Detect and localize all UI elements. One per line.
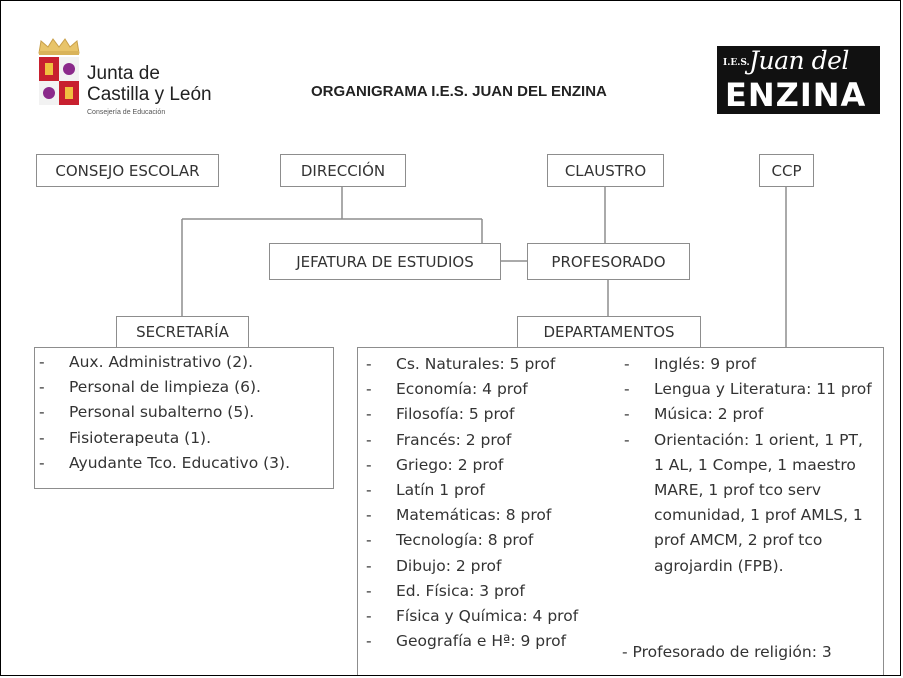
bullet: - [366,430,372,449]
list-item: - Filosofía: 5 prof [366,402,622,427]
list-item: - Matemáticas: 8 prof [366,503,622,528]
jcyl-logo-line2: Castilla y León [87,84,212,105]
school-logo: I.E.S. Juan del ENZINA [717,46,880,114]
list-item: - Francés: 2 prof [366,428,622,453]
list-item-text: Geografía e Hª: 9 prof [396,632,567,651]
node-profesorado: PROFESORADO [527,243,690,280]
list-item-text: Economía: 4 prof [396,380,528,399]
list-item-text: Dibujo: 2 prof [396,556,502,575]
list-item-text: Ayudante Tco. Educativo (3). [69,453,290,472]
school-logo-name: Juan del [749,46,849,75]
list-item-text: Física y Química: 4 prof [396,607,579,626]
node-direccion: DIRECCIÓN [280,154,406,187]
list-item: - Ayudante Tco. Educativo (3). [39,451,333,476]
list-item-text: Música: 2 prof [654,405,764,424]
list-item: - Orientación: 1 orient, 1 PT, 1 AL, 1 Co… [624,428,874,579]
list-item-text: Fisioterapeuta (1). [69,428,212,447]
list-item: - Música: 2 prof [624,402,874,427]
node-claustro: CLAUSTRO [547,154,664,187]
list-item: - Fisioterapeuta (1). [39,426,333,451]
list-item: - Física y Química: 4 prof [366,604,622,629]
node-departamentos: DEPARTAMENTOS [517,316,701,348]
jcyl-logo-line1: Junta de [87,63,160,84]
jcyl-logo: Junta de Castilla y León Consejería de E… [33,37,243,127]
node-secretaria: SECRETARÍA [116,316,249,348]
list-item-text: Orientación: 1 orient, 1 PT, 1 AL, 1 Com… [654,430,863,575]
bullet: - [366,380,372,399]
list-item-text: Latín 1 prof [396,481,485,500]
school-logo-bottom-band [719,78,878,112]
bullet: - [366,455,372,474]
bullet: - [366,405,372,424]
node-ccp: CCP [759,154,814,187]
religion-teachers-item: - Profesorado de religión: 3 [622,643,832,661]
list-item: - Tecnología: 8 prof [366,528,622,553]
list-item: - Economía: 4 prof [366,377,622,402]
list-item-text: Personal subalterno (5). [69,403,255,422]
list-item-text: Tecnología: 8 prof [396,531,534,550]
list-item: - Dibujo: 2 prof [366,554,622,579]
list-item-text: Cs. Naturales: 5 prof [396,355,556,373]
coat-of-arms-icon [39,57,79,105]
bullet: - [39,353,45,371]
list-item: - Cs. Naturales: 5 prof [366,352,622,377]
departamentos-list-right: - Inglés: 9 prof - Lengua y Literatura: 11… [624,352,874,579]
bullet: - [624,405,630,424]
bullet: - [39,403,45,422]
jcyl-logo-line3: Consejería de Educación [87,109,166,116]
crown-icon [38,38,80,55]
bullet: - [366,581,372,600]
bullet: - [39,428,45,447]
list-item: - Inglés: 9 prof [624,352,874,377]
bullet: - [366,355,372,373]
departamentos-list: - Cs. Naturales: 5 prof - Economía: 4 prof… [357,347,884,675]
list-item: - Lengua y Literatura: 11 prof [624,377,874,402]
list-item: - Personal de limpieza (6). [39,375,333,400]
departamentos-list-left: - Cs. Naturales: 5 prof - Economía: 4 prof… [366,352,622,654]
bullet: - [366,632,372,651]
list-item-text: Aux. Administrativo (2). [69,353,254,371]
bullet: - [366,556,372,575]
node-jefatura-estudios: JEFATURA DE ESTUDIOS [269,243,501,280]
list-item-text: Filosofía: 5 prof [396,405,515,424]
school-logo-top-band [719,48,878,78]
bullet: - [624,380,630,399]
bullet: - [624,430,630,449]
list-item-text: Ed. Física: 3 prof [396,581,525,600]
page-title: ORGANIGRAMA I.E.S. JUAN DEL ENZINA [311,83,607,100]
node-consejo-escolar: CONSEJO ESCOLAR [36,154,219,187]
list-item: - Geografía e Hª: 9 prof [366,629,622,654]
list-item-text: Lengua y Literatura: 11 prof [654,380,872,399]
list-item: - Aux. Administrativo (2). [39,350,333,375]
bullet: - [366,607,372,626]
bullet: - [624,355,630,373]
bullet: - [39,453,45,472]
bullet: - [39,378,45,397]
list-item: - Latín 1 prof [366,478,622,503]
school-logo-prefix: I.E.S. [723,58,750,68]
secretaria-staff-list: - Aux. Administrativo (2). - Personal de l… [34,347,334,489]
list-item: - Ed. Física: 3 prof [366,579,622,604]
list-item-text: Matemáticas: 8 prof [396,506,552,525]
list-item-text: Inglés: 9 prof [654,355,756,373]
school-logo-surname: ENZINA [725,76,867,114]
bullet: - [366,506,372,525]
bullet: - [366,481,372,500]
list-item: - Griego: 2 prof [366,453,622,478]
list-item: - Personal subalterno (5). [39,400,333,425]
list-item-text: Francés: 2 prof [396,430,512,449]
bullet: - [366,531,372,550]
list-item-text: Personal de limpieza (6). [69,378,261,397]
list-item-text: Griego: 2 prof [396,455,504,474]
